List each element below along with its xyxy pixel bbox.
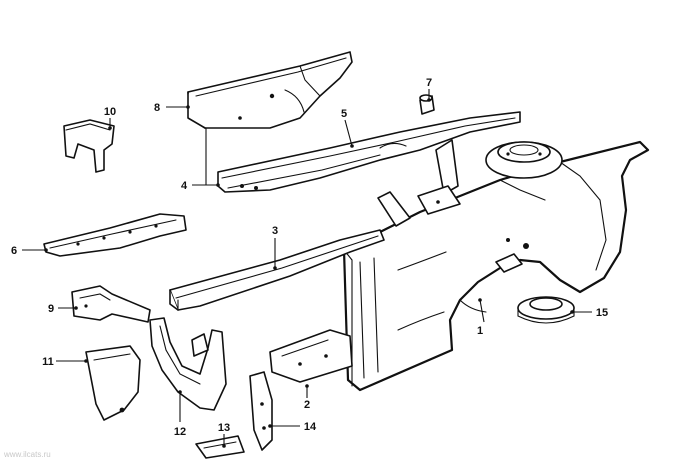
callout-labels: 1 2 3 4 5 6 7 8 9 10 11 12 13 14 15 bbox=[11, 77, 608, 438]
leader-lines bbox=[22, 89, 592, 448]
watermark: www.ilcats.ru bbox=[3, 450, 51, 459]
part-2-floor-plate bbox=[269, 329, 353, 383]
callout-9: 9 bbox=[48, 303, 54, 315]
callout-11: 11 bbox=[42, 356, 54, 368]
part-9-bracket bbox=[71, 285, 151, 323]
part-6-cross-panel bbox=[43, 213, 187, 257]
part-15-ring bbox=[517, 296, 575, 324]
part-1-brackets bbox=[377, 139, 461, 227]
part-1-inner-wing bbox=[342, 140, 650, 392]
callout-2: 2 bbox=[304, 399, 310, 411]
callout-15: 15 bbox=[596, 307, 608, 319]
part-5-longitudinal-rail bbox=[217, 111, 521, 193]
callout-12: 12 bbox=[174, 426, 186, 438]
callout-1: 1 bbox=[477, 325, 483, 337]
callout-7: 7 bbox=[426, 77, 432, 89]
part-1-spring-tower bbox=[485, 141, 563, 179]
callout-8: 8 bbox=[154, 102, 160, 114]
part-3-lower-rail bbox=[169, 229, 385, 311]
callout-6: 6 bbox=[11, 245, 17, 257]
callout-14: 14 bbox=[304, 421, 317, 433]
part-14-bracket bbox=[249, 371, 273, 451]
part-13-plate bbox=[195, 435, 245, 459]
callout-4: 4 bbox=[181, 180, 188, 192]
part-10-bracket bbox=[63, 119, 115, 173]
callout-3: 3 bbox=[272, 225, 278, 237]
part-12-wheelhouse-section bbox=[149, 317, 227, 411]
callout-5: 5 bbox=[341, 108, 347, 120]
callout-13: 13 bbox=[218, 422, 230, 434]
part-11-plate bbox=[85, 345, 141, 421]
part-8-upper-member bbox=[187, 51, 353, 129]
part-7-bolt bbox=[419, 94, 435, 115]
callout-10: 10 bbox=[104, 106, 116, 118]
